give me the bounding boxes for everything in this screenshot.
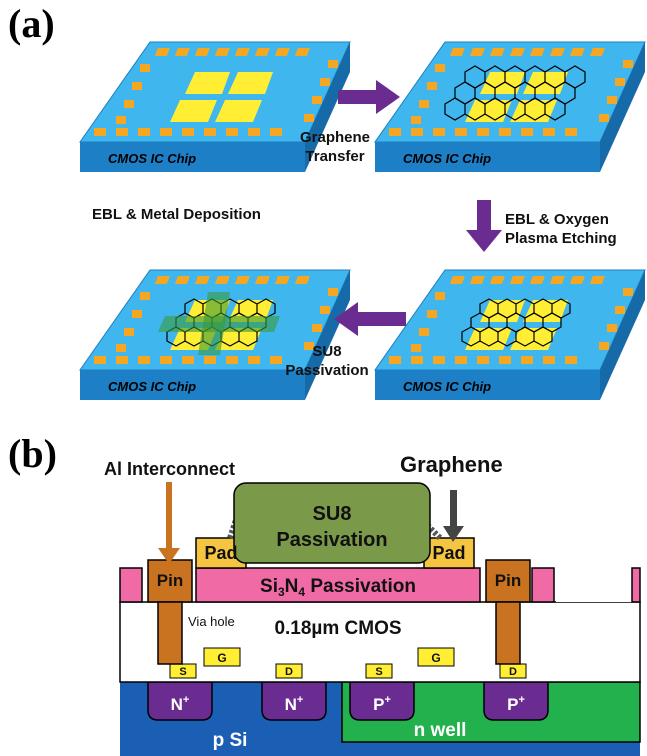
pplus-2-label: P+ xyxy=(507,694,525,714)
contact-d1: D xyxy=(285,666,293,678)
panel-b-label: (b) xyxy=(8,431,57,476)
chip-su8-passivation: CMOS IC Chip xyxy=(79,269,351,401)
contact-s1: S xyxy=(179,666,186,678)
si3n4-label: Si3N4 Passivation xyxy=(260,576,416,599)
arrow-left xyxy=(334,302,406,336)
pplus-1-label: P+ xyxy=(373,694,391,714)
implant-p1 xyxy=(349,681,415,721)
implant-p2 xyxy=(483,681,549,721)
n-well-label: n well xyxy=(414,720,467,741)
nplus-1-label: N+ xyxy=(171,694,190,714)
step-plasma-etching: EBL & Oxygen Plasma Etching xyxy=(505,210,645,248)
su8-label-line2: Passivation xyxy=(276,529,387,551)
step-etching-line1: EBL & Oxygen xyxy=(505,211,609,228)
contact-g2: G xyxy=(431,651,440,665)
su8-label-line1: SU8 xyxy=(313,503,352,525)
step-graphene-line2: Transfer xyxy=(305,148,365,165)
pin-right-label: Pin xyxy=(495,571,521,590)
step-graphene-line1: Graphene xyxy=(299,129,371,146)
nplus-2-label: N+ xyxy=(285,694,304,714)
contact-d2: D xyxy=(509,666,517,678)
al-interconnect-label: Al Interconnect xyxy=(104,459,235,479)
chip-label: CMOS IC Chip xyxy=(403,379,491,394)
contact-s2: S xyxy=(375,666,382,678)
arrow-down xyxy=(466,200,502,252)
cmos-label: 0.18µm CMOS xyxy=(274,618,401,639)
step-etching-line2: Plasma Etching xyxy=(505,230,617,247)
chip-label: CMOS IC Chip xyxy=(403,151,491,166)
chip-graphene-transfer: CMOS IC Chip xyxy=(374,41,646,173)
chip-label: CMOS IC Chip xyxy=(108,151,196,166)
p-si-label: p Si xyxy=(213,730,248,751)
implant-n1 xyxy=(147,681,213,721)
cross-section-diagram: Al Interconnect Graphene SU8 Passivation… xyxy=(104,452,641,756)
process-flow-diagram: CMOS IC Chip CMOS IC Chip CMOS IC Chip C… xyxy=(79,41,646,401)
graphene-label: Graphene xyxy=(400,452,503,477)
contact-g1: G xyxy=(217,651,226,665)
panel-a-label: (a) xyxy=(8,1,55,46)
step-graphene-transfer: Graphene Transfer xyxy=(290,128,380,166)
arrow-right xyxy=(338,80,400,114)
via-hole-label: Via hole xyxy=(188,614,235,629)
pad-left-label: Pad xyxy=(204,543,237,563)
step-su8-passivation: SU8 Passivation xyxy=(272,342,382,380)
chip-metal-deposition: CMOS IC Chip xyxy=(79,41,351,173)
implant-n2 xyxy=(261,681,327,721)
step-su8-line1: SU8 xyxy=(312,343,342,360)
chip-plasma-etching: CMOS IC Chip xyxy=(374,269,646,401)
chip-label: CMOS IC Chip xyxy=(108,379,196,394)
step-su8-line2: Passivation xyxy=(285,362,369,379)
pad-right-label: Pad xyxy=(432,543,465,563)
step-metal-deposition: EBL & Metal Deposition xyxy=(92,206,261,223)
pin-left-label: Pin xyxy=(157,571,183,590)
